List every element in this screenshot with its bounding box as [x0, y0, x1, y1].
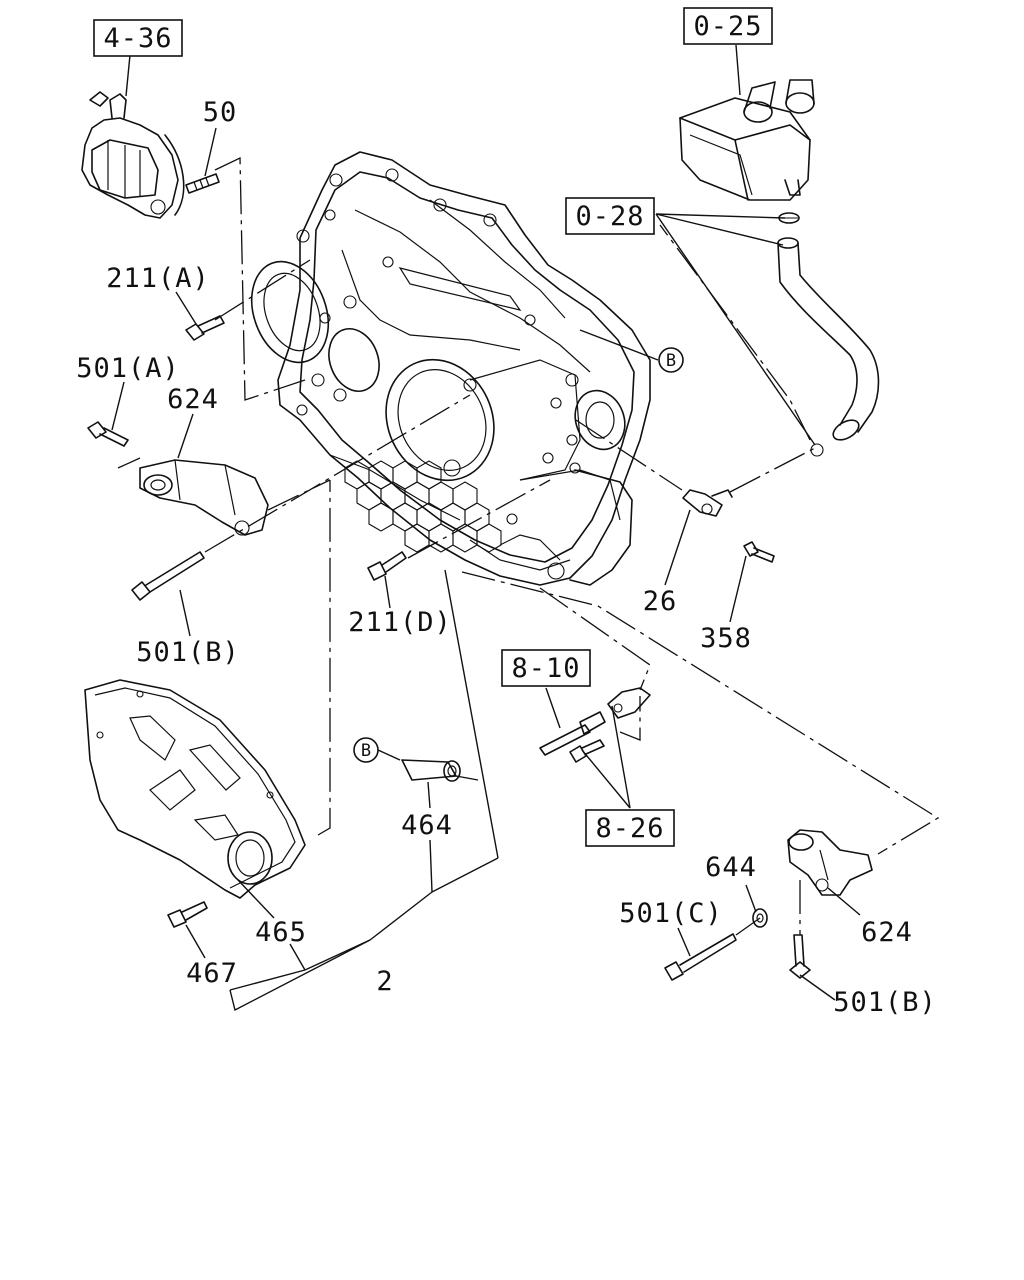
- leader-lines: [111, 44, 861, 1012]
- bolt-467: [167, 901, 208, 928]
- flywheel-housing: [250, 151, 651, 586]
- reference-box-0-28[interactable]: 0-28: [565, 197, 655, 235]
- assembly-centerlines: [117, 156, 940, 936]
- part-label-50: 50: [203, 97, 238, 128]
- part-label-467: 467: [186, 958, 238, 989]
- speed-sensor: [539, 687, 651, 756]
- part-label-644: 644: [705, 852, 757, 883]
- part-label-624-right: 624: [861, 917, 913, 948]
- canister-0-25: [679, 79, 815, 201]
- reference-box-0-25[interactable]: 0-25: [683, 7, 773, 45]
- cover-plate-465: [84, 679, 306, 899]
- part-label-464: 464: [401, 810, 453, 841]
- bolt-211d: [367, 551, 407, 581]
- actuator-assembly: [81, 91, 185, 219]
- part-labels: 50 211(A) 501(A) 624 501(B) 211(D) 26 35…: [76, 97, 937, 1018]
- reference-label: 8-10: [511, 653, 580, 684]
- part-label-501b-left: 501(B): [136, 637, 240, 668]
- bracket-624-left: [139, 459, 269, 536]
- part-label-211d: 211(D): [348, 607, 452, 638]
- svg-text:B: B: [666, 351, 676, 371]
- bolt-211a: [185, 315, 225, 341]
- bolt-358: [743, 541, 775, 563]
- bolt-8-26: [569, 739, 605, 763]
- reference-box-4-36[interactable]: 4-36: [93, 19, 183, 57]
- bracket-624-right: [787, 829, 873, 896]
- part-label-501c: 501(C): [619, 898, 723, 929]
- reference-box-8-26[interactable]: 8-26: [585, 809, 675, 847]
- part-label-211a: 211(A): [106, 263, 210, 294]
- reference-label: 0-28: [575, 201, 644, 232]
- svg-text:B: B: [361, 741, 371, 761]
- reference-label: 8-26: [595, 813, 664, 844]
- part-label-624-left: 624: [167, 384, 219, 415]
- vent-hose: [777, 237, 880, 457]
- part-label-2: 2: [376, 966, 393, 997]
- washer-644: [752, 908, 768, 928]
- bolt-501b-right: [789, 934, 811, 979]
- sensor-26: [682, 489, 733, 517]
- reference-box-8-10[interactable]: 8-10: [501, 649, 591, 687]
- bolt-501a: [87, 421, 129, 447]
- bolt-501c: [664, 933, 737, 981]
- hex-mesh-pattern: [344, 460, 502, 553]
- reference-label: 0-25: [693, 11, 762, 42]
- callout-b-bottom: B: [353, 737, 379, 763]
- sleeve-464: [401, 759, 461, 782]
- stud-50: [185, 173, 220, 194]
- bolt-bosses: [296, 168, 581, 580]
- reference-label: 4-36: [103, 23, 172, 54]
- part-label-465: 465: [255, 917, 307, 948]
- part-label-501a: 501(A): [76, 353, 180, 384]
- part-label-358: 358: [700, 623, 752, 654]
- callout-b-top: B: [658, 347, 684, 373]
- part-label-501b-right: 501(B): [833, 987, 937, 1018]
- part-label-26: 26: [643, 586, 678, 617]
- bolt-501b-left: [131, 551, 205, 601]
